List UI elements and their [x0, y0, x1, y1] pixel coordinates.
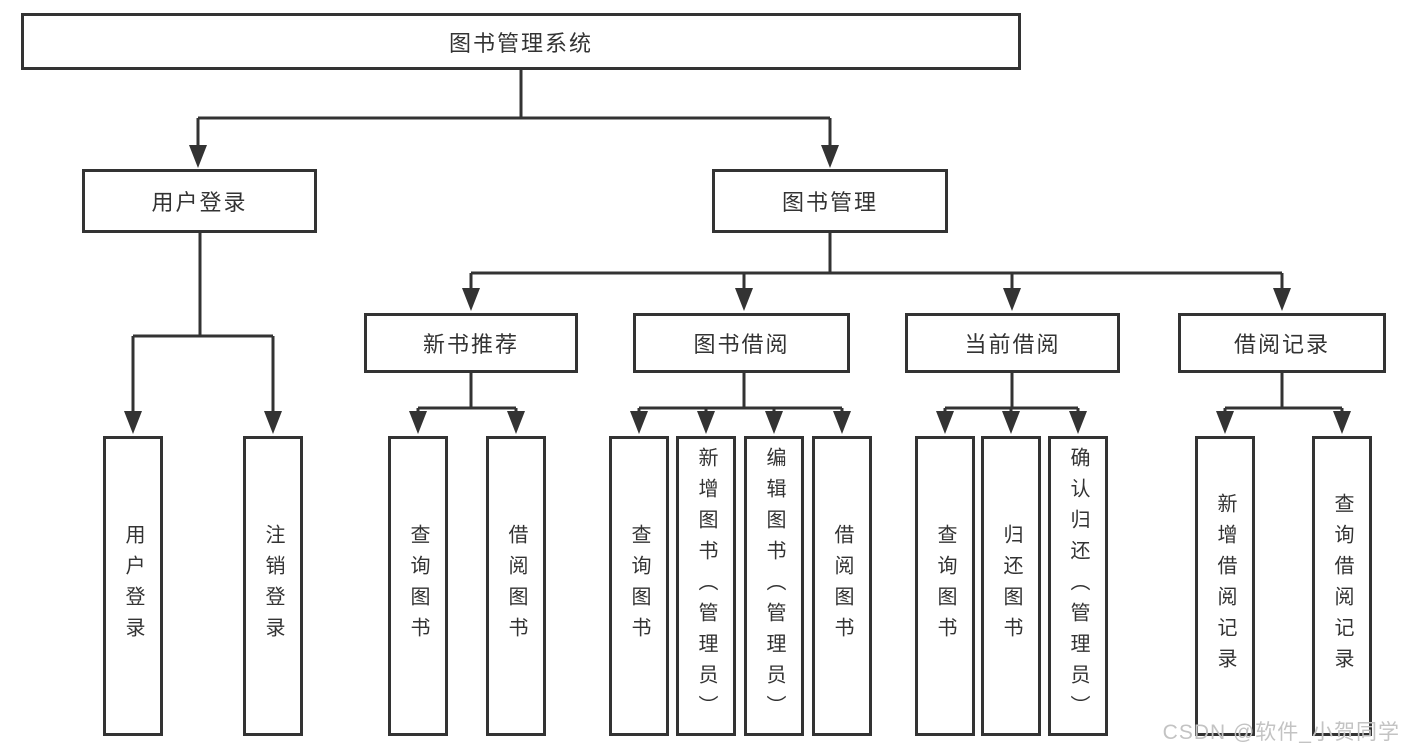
leaf-return-books: 归还图书 — [981, 436, 1041, 736]
node-current-borrowing: 当前借阅 — [905, 313, 1120, 373]
node-label: 编辑图书（管理员） — [763, 446, 785, 726]
node-label: 新增图书（管理员） — [695, 446, 717, 726]
leaf-borrow-books: 借阅图书 — [812, 436, 872, 736]
leaf-borrow-books-recommend: 借阅图书 — [486, 436, 546, 736]
node-label: 图书管理系统 — [448, 30, 593, 56]
node-label: 借阅图书 — [831, 524, 853, 648]
leaf-add-book-admin: 新增图书（管理员） — [676, 436, 736, 736]
node-library-system: 图书管理系统 — [21, 13, 1021, 70]
node-book-management: 图书管理 — [712, 169, 948, 233]
node-label: 图书借阅 — [693, 332, 790, 357]
node-label: 借阅记录 — [1233, 332, 1330, 357]
node-label: 用户登录 — [151, 190, 248, 215]
leaf-user-login: 用户登录 — [103, 436, 163, 736]
node-label: 图书管理 — [781, 190, 878, 215]
node-label: 用户登录 — [122, 524, 144, 648]
leaf-logout: 注销登录 — [243, 436, 303, 736]
leaf-query-books-current: 查询图书 — [915, 436, 975, 736]
node-book-borrowing: 图书借阅 — [633, 313, 850, 373]
node-label: 新增借阅记录 — [1214, 493, 1236, 679]
node-label: 新书推荐 — [422, 332, 519, 357]
leaf-query-books-recommend: 查询图书 — [388, 436, 448, 736]
leaf-query-borrow-record: 查询借阅记录 — [1312, 436, 1372, 736]
node-label: 借阅图书 — [505, 524, 527, 648]
leaf-query-books-borrowing: 查询图书 — [609, 436, 669, 736]
node-new-book-recommend: 新书推荐 — [364, 313, 578, 373]
leaf-edit-book-admin: 编辑图书（管理员） — [744, 436, 804, 736]
node-label: 当前借阅 — [964, 332, 1061, 357]
node-label: 查询图书 — [934, 524, 956, 648]
csdn-watermark: CSDN @软件_小贺同学 — [1162, 721, 1400, 744]
node-user-login: 用户登录 — [82, 169, 317, 233]
node-label: 查询图书 — [407, 524, 429, 648]
node-label: 查询图书 — [628, 524, 650, 648]
leaf-add-borrow-record: 新增借阅记录 — [1195, 436, 1255, 736]
node-label: 确认归还（管理员） — [1067, 446, 1089, 726]
leaf-confirm-return-admin: 确认归还（管理员） — [1048, 436, 1108, 736]
node-borrowing-records: 借阅记录 — [1178, 313, 1386, 373]
node-label: 归还图书 — [1000, 524, 1022, 648]
node-label: 注销登录 — [262, 524, 284, 648]
node-label: 查询借阅记录 — [1331, 493, 1353, 679]
